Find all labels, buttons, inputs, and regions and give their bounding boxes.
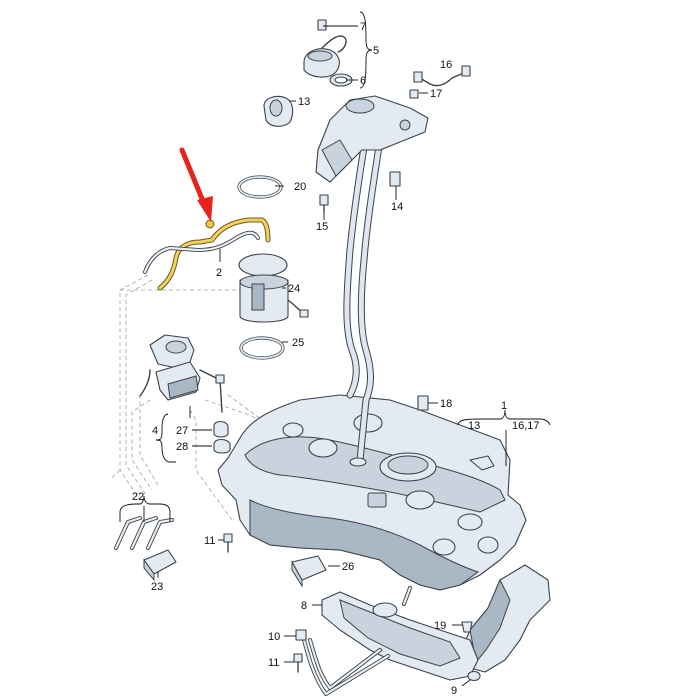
callout-5: 5 [373, 45, 379, 57]
callout-24: 24 [288, 283, 300, 295]
filler-cap [303, 19, 353, 87]
bolt-11-left [223, 533, 233, 553]
callout-6: 6 [360, 75, 366, 87]
clips-27-28 [213, 420, 231, 454]
vent-bracket [263, 95, 294, 127]
seal-ring-20 [237, 175, 283, 199]
callout-11-bottom: 11 [268, 657, 279, 669]
callout-15: 15 [316, 221, 328, 233]
fuel-tank [217, 394, 527, 591]
vent-valve-18 [417, 395, 429, 411]
callout-23: 23 [151, 581, 163, 593]
callout-13-right: 13 [468, 420, 480, 432]
callout-18: 18 [440, 398, 452, 410]
fuel-filter-assembly [139, 334, 225, 413]
callout-7: 7 [360, 21, 366, 33]
bolts-14-15 [319, 194, 329, 213]
callout-labels: 7 5 6 16 17 13 20 14 15 2 24 25 18 1 13 … [132, 21, 540, 697]
dashed-wiring-lines [109, 274, 263, 521]
callout-27: 27 [176, 425, 188, 437]
connector-housing-23 [143, 549, 177, 582]
vent-hose-16 [409, 65, 471, 99]
callout-9: 9 [451, 685, 457, 697]
tank-strap-frame [295, 586, 479, 696]
callout-28: 28 [176, 441, 188, 453]
callout-14: 14 [391, 201, 403, 213]
callout-26: 26 [342, 561, 354, 573]
callout-11-left: 11 [204, 535, 215, 547]
filler-neck [315, 95, 429, 467]
callout-13-top: 13 [298, 96, 310, 108]
locking-ring-25 [239, 336, 285, 360]
leader-lines [119, 11, 551, 687]
callout-2: 2 [216, 267, 222, 279]
return-line [143, 230, 260, 274]
callout-8: 8 [301, 600, 307, 612]
callout-16: 16 [440, 59, 452, 71]
callout-19: 19 [434, 620, 446, 632]
bolts-lower [293, 621, 481, 682]
fuel-pump-module [238, 253, 309, 323]
callout-10: 10 [268, 631, 280, 643]
callout-25: 25 [292, 337, 304, 349]
wiring-connectors-22 [114, 516, 174, 550]
callout-16-17: 16,17 [512, 420, 540, 432]
callout-4: 4 [152, 425, 158, 437]
bracket-26 [291, 555, 327, 588]
callout-17: 17 [430, 88, 442, 100]
callout-1: 1 [501, 400, 507, 412]
highlight-arrow [179, 147, 213, 222]
callout-22: 22 [132, 491, 144, 503]
callout-20: 20 [294, 181, 306, 193]
